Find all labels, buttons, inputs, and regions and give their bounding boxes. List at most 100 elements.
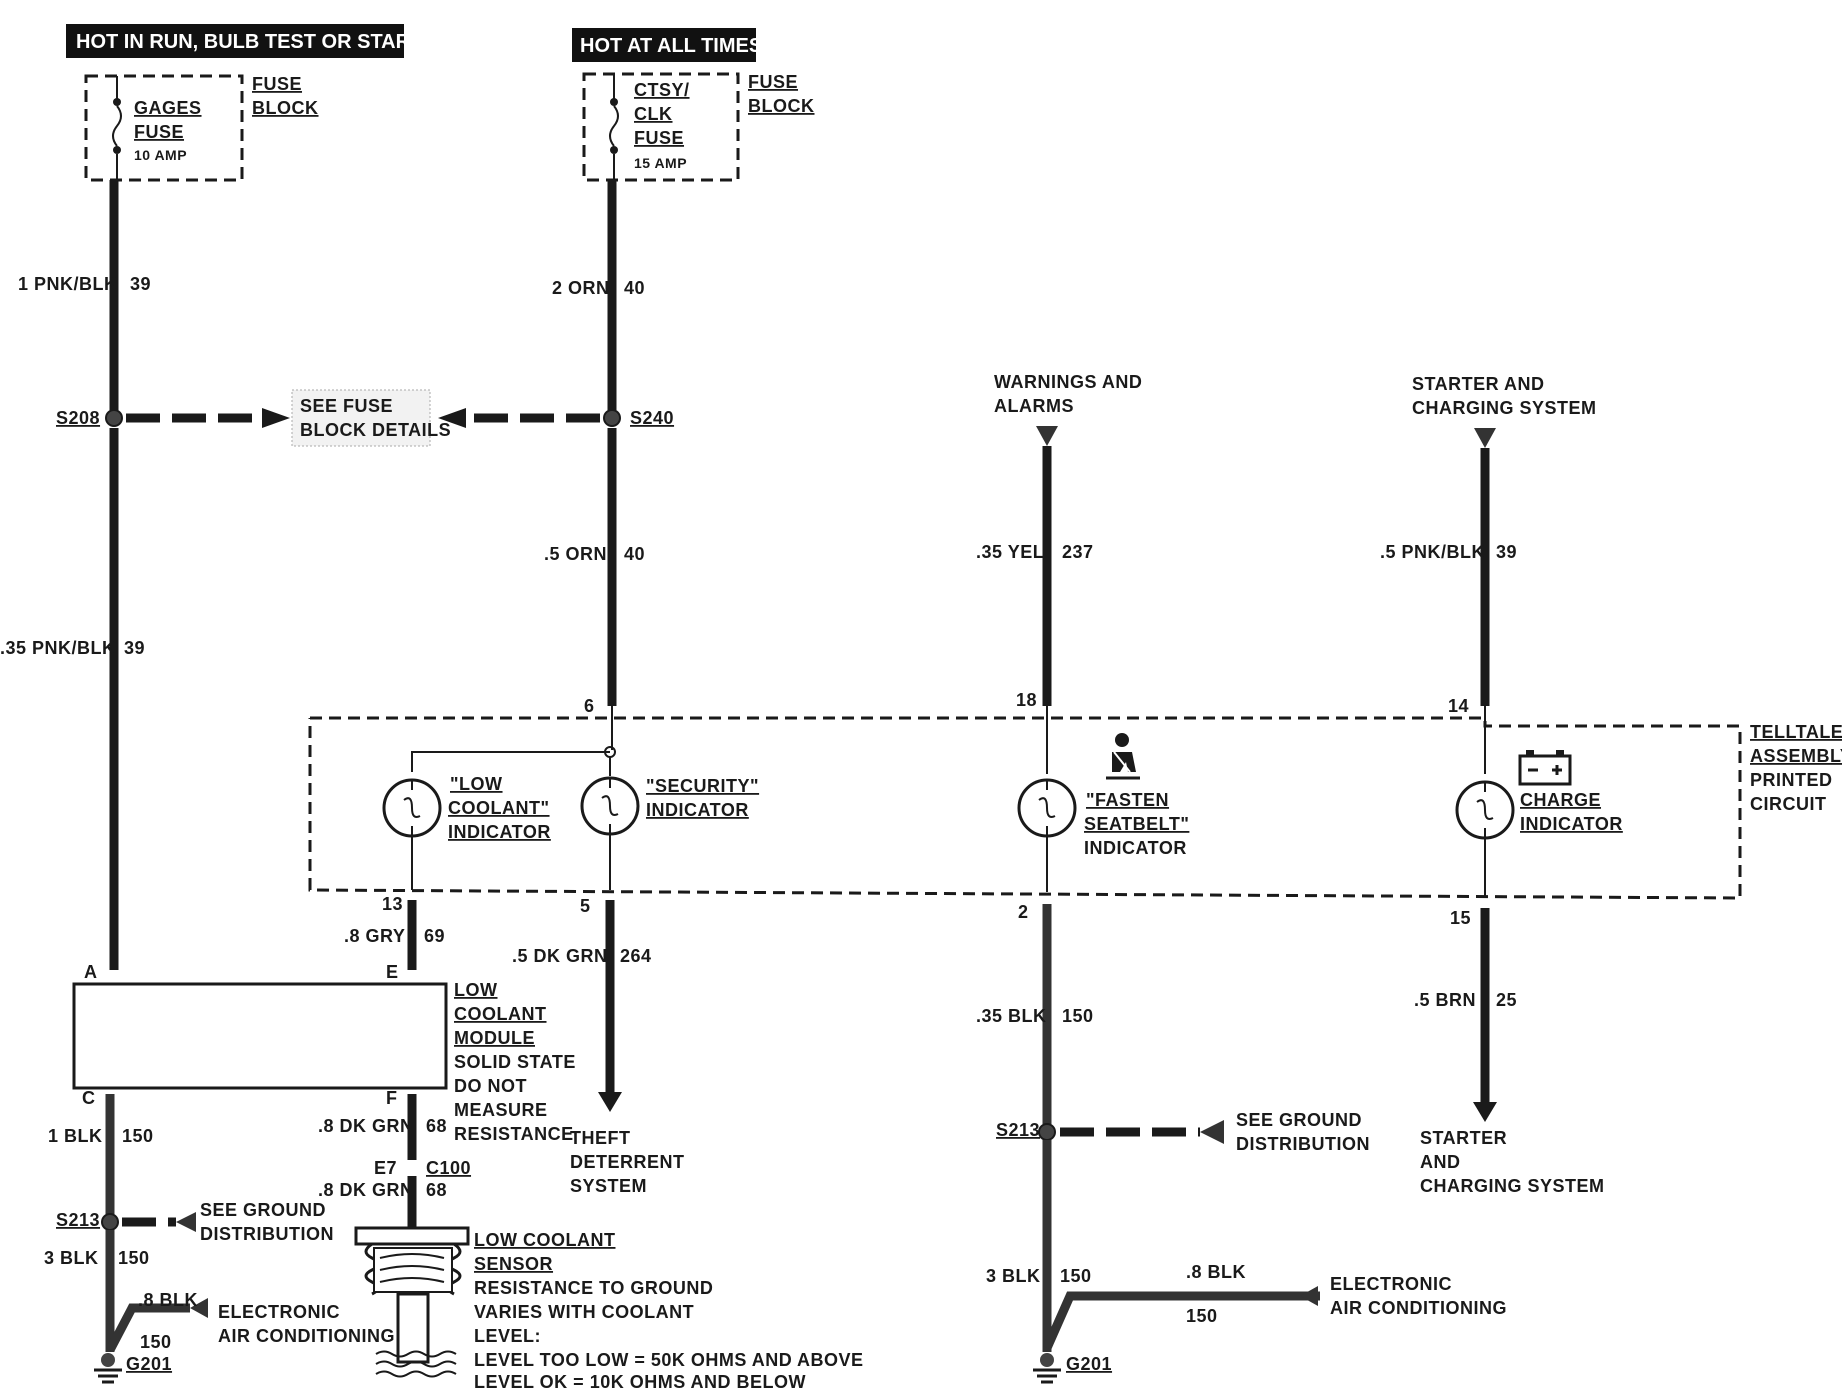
arrow-left-icon <box>438 408 466 428</box>
connector-c100: C100 <box>426 1158 471 1178</box>
ground-ref-left-l2: DISTRIBUTION <box>200 1224 334 1244</box>
bulb-charge-icon <box>1455 780 1515 898</box>
wire-39-charge-gauge: .5 PNK/BLK <box>1380 542 1485 562</box>
ground-ref-mid-l1: SEE GROUND <box>1236 1110 1362 1130</box>
pin-5: 5 <box>580 896 591 916</box>
connector-arrow-down-icon <box>1474 428 1496 448</box>
ctsy-fuse-line2: CLK <box>634 104 673 124</box>
module-l5: DO NOT <box>454 1076 527 1096</box>
seatbelt-person-icon <box>1106 733 1140 780</box>
wire-150-mid-lower-gauge: 3 BLK <box>986 1266 1041 1286</box>
header-hot-run: HOT IN RUN, BULB TEST OR START <box>76 31 422 53</box>
wire-40-upper-circuit: 40 <box>624 278 645 298</box>
wire-150-left-eac-circuit: 150 <box>140 1332 172 1352</box>
starter-bot-l3: CHARGING SYSTEM <box>1420 1176 1605 1196</box>
charge-ind-l2: INDICATOR <box>1520 814 1623 834</box>
ctsy-fuse-line1: CTSY/ <box>634 80 690 100</box>
theft-ref-l3: SYSTEM <box>570 1176 647 1196</box>
splice-s208-label: S208 <box>56 408 100 428</box>
charge-ind-l1: CHARGE <box>1520 790 1601 810</box>
header-hot-all: HOT AT ALL TIMES <box>580 35 762 57</box>
telltale-title-2: ASSEMBLY <box>1750 746 1842 766</box>
module-l3: MODULE <box>454 1028 535 1048</box>
theft-ref-l1: THEFT <box>570 1128 631 1148</box>
module-pin-c: C <box>82 1088 96 1108</box>
wire-40-upper-gauge: 2 ORN <box>552 278 610 298</box>
sensor-l5: LEVEL: <box>474 1326 541 1346</box>
module-pin-a: A <box>84 962 98 982</box>
warnings-ref-line2: ALARMS <box>994 396 1074 416</box>
ground-icon <box>1033 1353 1061 1384</box>
gages-fuse-block <box>84 74 244 182</box>
wire-264-circuit: 264 <box>620 946 652 966</box>
gages-fuse-rating: 10 AMP <box>134 147 187 163</box>
ground-g201-mid: G201 <box>1066 1354 1112 1374</box>
ctsy-fuse-block-label-2: BLOCK <box>748 96 815 116</box>
wire-40-lower-gauge: .5 ORN <box>544 544 607 564</box>
internal-feed-low-coolant <box>411 751 610 772</box>
starter-top-line2: CHARGING SYSTEM <box>1412 398 1597 418</box>
pin-2: 2 <box>1018 902 1029 922</box>
telltale-title-3: PRINTED <box>1750 770 1833 790</box>
wire-237-circuit: 237 <box>1062 542 1094 562</box>
wire-150-mid-gauge: .35 BLK <box>976 1006 1047 1026</box>
arrow-down-icon <box>1473 1102 1497 1122</box>
eac-left-l1: ELECTRONIC <box>218 1302 340 1322</box>
wire-39-upper-gauge: 1 PNK/BLK <box>18 274 118 294</box>
security-ind-l2: INDICATOR <box>646 800 749 820</box>
wire-150-left-lower-gauge: 3 BLK <box>44 1248 99 1268</box>
ground-g201-left: G201 <box>126 1354 172 1374</box>
sensor-l4: VARIES WITH COOLANT <box>474 1302 694 1322</box>
wire-39-lower-gauge: .35 PNK/BLK <box>0 638 116 658</box>
ground-icon <box>94 1353 122 1384</box>
warnings-ref-line1: WARNINGS AND <box>994 372 1142 392</box>
module-l6: MEASURE <box>454 1100 548 1120</box>
connector-arrow-left-icon <box>190 1298 208 1318</box>
low-coolant-module <box>72 982 448 1090</box>
wire-40-lower-circuit: 40 <box>624 544 645 564</box>
gages-fuse-line2: FUSE <box>134 122 184 142</box>
wire-150-mid-eac-gauge: .8 BLK <box>1186 1262 1246 1282</box>
wire-150-left-eac <box>106 1303 190 1353</box>
connector-arrow-down-icon <box>1036 426 1058 446</box>
wire-25-circuit: 25 <box>1496 990 1517 1010</box>
wire-68-upper-circuit: 68 <box>426 1116 447 1136</box>
ctsy-fuse-line3: FUSE <box>634 128 684 148</box>
wire-68-upper-gauge: .8 DK GRN <box>318 1116 414 1136</box>
bulb-seatbelt-icon <box>1017 778 1077 892</box>
wire-25-gauge: .5 BRN <box>1414 990 1476 1010</box>
pin-14: 14 <box>1448 696 1469 716</box>
gages-fuse-line1: GAGES <box>134 98 202 118</box>
gages-fuse-block-label-2: BLOCK <box>252 98 319 118</box>
splice-s213-mid-label: S213 <box>996 1120 1040 1140</box>
wire-150-left-gauge: 1 BLK <box>48 1126 103 1146</box>
wire-69-gauge: .8 GRY <box>344 926 405 946</box>
pin-18: 18 <box>1016 690 1037 710</box>
theft-ref-l2: DETERRENT <box>570 1152 685 1172</box>
eac-left-l2: AIR CONDITIONING <box>218 1326 395 1346</box>
fuse-details-box <box>291 389 431 447</box>
module-l1: LOW <box>454 980 498 1000</box>
pin-13: 13 <box>382 894 403 914</box>
ground-ref-left-l1: SEE GROUND <box>200 1200 326 1220</box>
sensor-l7: LEVEL OK = 10K OHMS AND BELOW <box>474 1372 806 1392</box>
bulb-security-icon <box>580 776 640 890</box>
wire-264-gauge: .5 DK GRN <box>512 946 608 966</box>
wire-150-left-lower-circuit: 150 <box>118 1248 150 1268</box>
seatbelt-ind-l1: "FASTEN <box>1086 790 1169 810</box>
wire-69-circuit: 69 <box>424 926 445 946</box>
eac-mid-l1: ELECTRONIC <box>1330 1274 1452 1294</box>
wire-150-mid-circuit: 150 <box>1062 1006 1094 1026</box>
module-pin-f: F <box>386 1088 398 1108</box>
starter-bot-l2: AND <box>1420 1152 1461 1172</box>
wire-68-lower-circuit: 68 <box>426 1180 447 1200</box>
ctsy-fuse-block <box>582 72 740 182</box>
module-l7: RESISTANCE <box>454 1124 574 1144</box>
fuse-icon <box>112 76 122 180</box>
wire-150-mid-lower-circuit: 150 <box>1060 1266 1092 1286</box>
wire-237-gauge: .35 YEL <box>976 542 1044 562</box>
bulb-low-coolant-icon <box>382 778 442 890</box>
wire-150-left-circuit: 150 <box>122 1126 154 1146</box>
splice-s213-left <box>101 1213 119 1231</box>
